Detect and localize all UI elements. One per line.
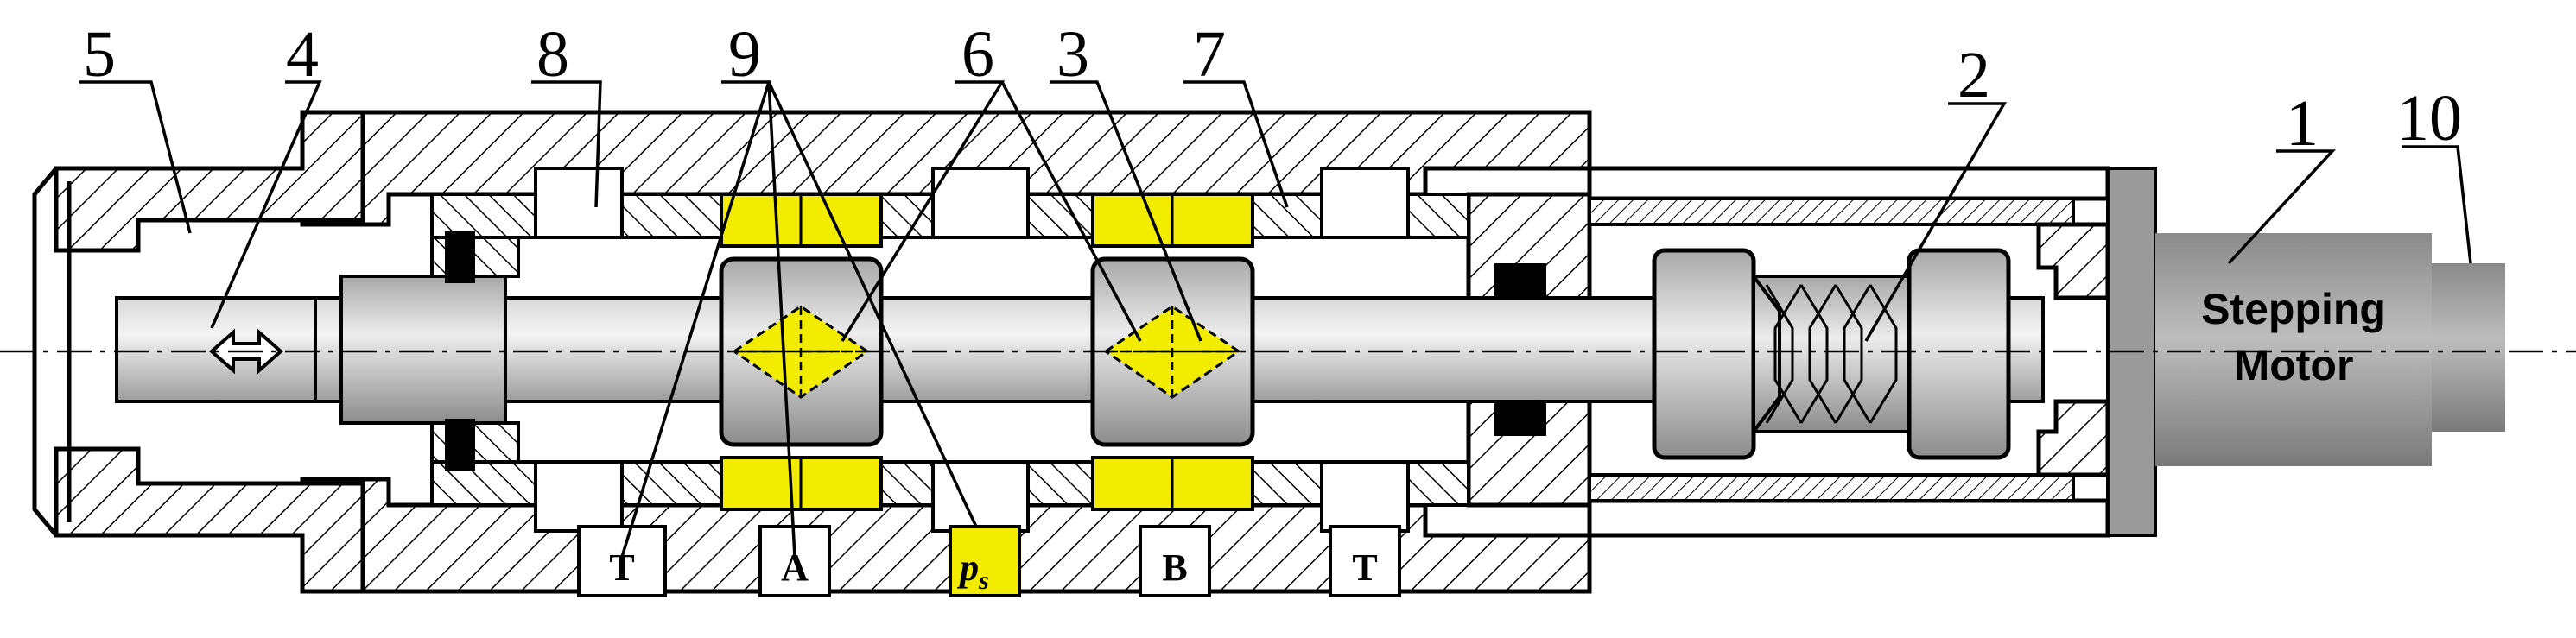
leader-lines bbox=[79, 80, 2472, 558]
motor-label-line2: Motor bbox=[2234, 341, 2354, 389]
port-rings bbox=[720, 193, 1254, 511]
port-label-t-right: T bbox=[1352, 546, 1377, 589]
motor-output-shaft bbox=[2432, 263, 2505, 432]
bellows-coupling bbox=[1652, 248, 2011, 460]
label-6: 6 bbox=[961, 18, 994, 91]
label-8: 8 bbox=[536, 18, 569, 91]
valve-sleeve bbox=[430, 167, 1470, 533]
stem-collar bbox=[339, 275, 507, 425]
motor-label-line1: Stepping bbox=[2201, 285, 2386, 333]
port-stubs bbox=[577, 525, 1401, 597]
label-9: 9 bbox=[728, 18, 761, 91]
label-5: 5 bbox=[83, 18, 116, 91]
port-label-b: B bbox=[1162, 546, 1187, 589]
label-1: 1 bbox=[2286, 87, 2319, 160]
port-label-ps: ps bbox=[956, 546, 989, 595]
label-2: 2 bbox=[1957, 39, 1990, 111]
stepping-motor: Stepping Motor bbox=[2106, 167, 2505, 537]
label-10: 10 bbox=[2396, 82, 2462, 155]
motor-body bbox=[2155, 233, 2432, 466]
label-4: 4 bbox=[286, 18, 319, 91]
label-3: 3 bbox=[1056, 18, 1089, 91]
label-7: 7 bbox=[1193, 18, 1226, 91]
